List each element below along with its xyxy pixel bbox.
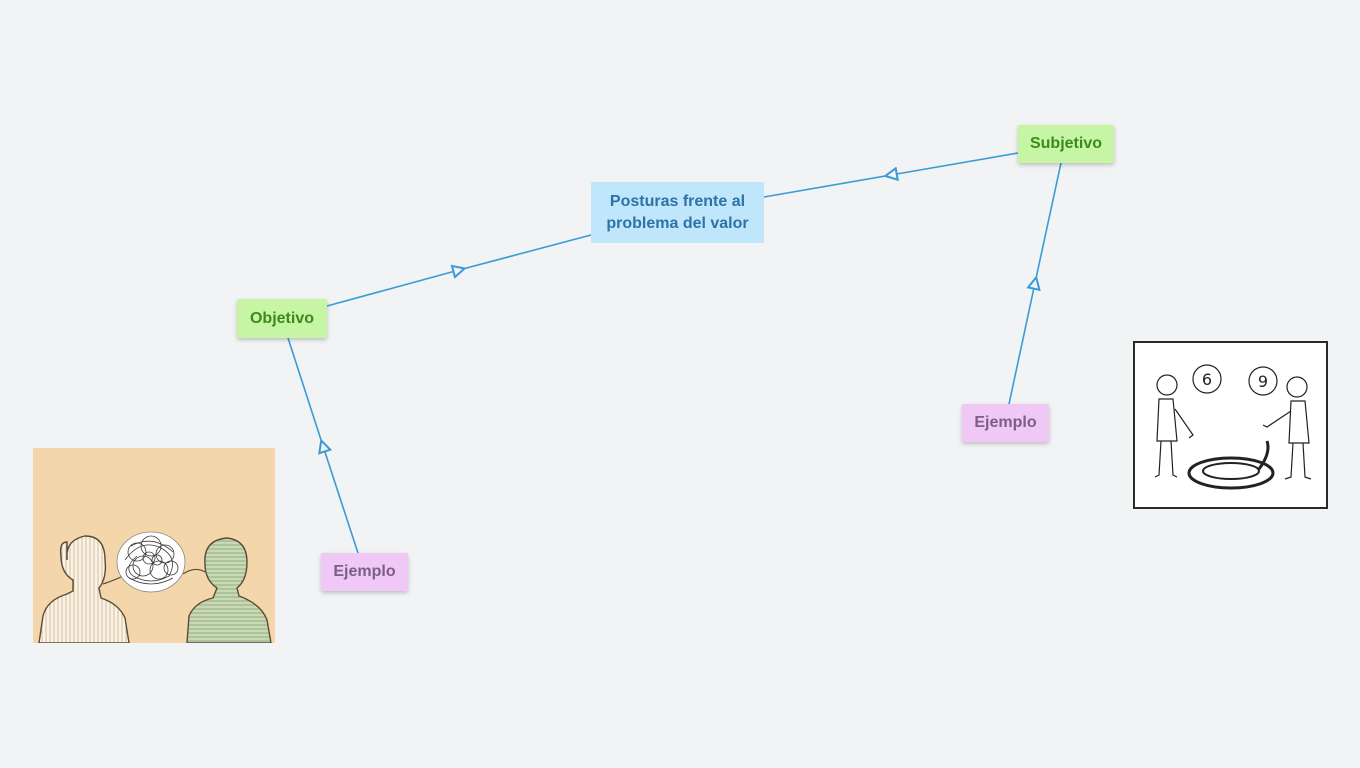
- root-topic[interactable]: Posturas frente al problema del valor: [591, 182, 764, 243]
- connector-subjetivo-root: [763, 152, 1019, 198]
- svg-text:6: 6: [1202, 370, 1212, 389]
- topic-ejemplo-objetivo[interactable]: Ejemplo: [321, 553, 408, 591]
- topic-objetivo-label: Objetivo: [249, 309, 314, 327]
- connector-objetivo-root: [326, 234, 592, 307]
- six-nine-cartoon[interactable]: 6 9: [1133, 341, 1328, 509]
- connector-ejemplo-subjetivo: [1008, 162, 1062, 405]
- topic-objetivo[interactable]: Objetivo: [237, 299, 327, 338]
- two-heads-image: [33, 448, 275, 643]
- topic-ejemplo-subjetivo-label: Ejemplo: [974, 414, 1037, 431]
- svg-text:9: 9: [1258, 372, 1268, 391]
- root-topic-line-1: Posturas frente al: [609, 192, 746, 210]
- root-topic-line-2: problema del valor: [606, 214, 749, 232]
- six-nine-image: 6 9: [1135, 343, 1326, 507]
- topic-subjetivo[interactable]: Subjetivo: [1018, 125, 1114, 163]
- topic-ejemplo-objetivo-label: Ejemplo: [333, 563, 396, 580]
- root-topic-text: Posturas frente al problema del valor: [606, 191, 748, 235]
- topic-ejemplo-subjetivo[interactable]: Ejemplo: [962, 404, 1049, 442]
- topic-subjetivo-label: Subjetivo: [1029, 135, 1102, 152]
- connector-ejemplo-objetivo: [287, 337, 359, 554]
- two-heads-illustration[interactable]: [33, 448, 275, 643]
